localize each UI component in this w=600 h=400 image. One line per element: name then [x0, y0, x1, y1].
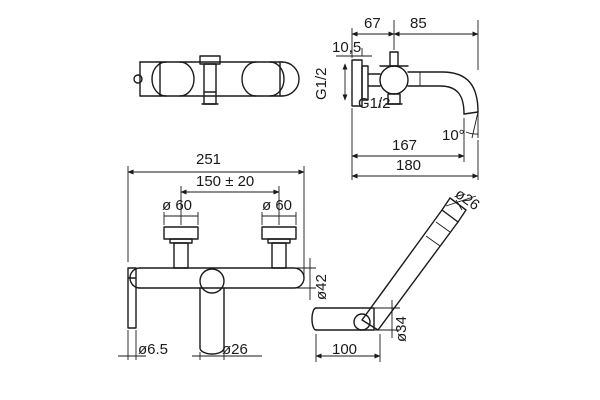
dim-diameter-42: ø42 — [313, 274, 330, 300]
dim-angle-10: 10° — [442, 127, 465, 144]
dim-180: 180 — [396, 157, 421, 174]
dim-251: 251 — [196, 151, 221, 168]
shower-view — [311, 195, 477, 362]
dim-g12-left: G1/2 — [313, 67, 330, 100]
dim-100: 100 — [332, 341, 357, 358]
top-view — [133, 55, 300, 105]
dim-diameter-60-left: ø 60 — [162, 197, 192, 214]
dim-diameter-34: ø34 — [393, 316, 410, 342]
dim-150-tolerance: 150 ± 20 — [196, 173, 254, 190]
front-view — [118, 166, 316, 360]
dim-diameter-26-head: ø26 — [452, 185, 483, 214]
dim-diameter-26: ø26 — [222, 341, 248, 358]
dim-g12-bottom: G1/2 — [358, 95, 391, 112]
dim-10-5: 10,5 — [332, 39, 361, 56]
dim-diameter-60-right: ø 60 — [262, 197, 292, 214]
dim-167: 167 — [392, 137, 417, 154]
dim-diameter-6-5: ø6.5 — [138, 341, 168, 358]
dim-85: 85 — [410, 15, 427, 32]
dim-67: 67 — [364, 15, 381, 32]
side-view — [336, 20, 479, 180]
